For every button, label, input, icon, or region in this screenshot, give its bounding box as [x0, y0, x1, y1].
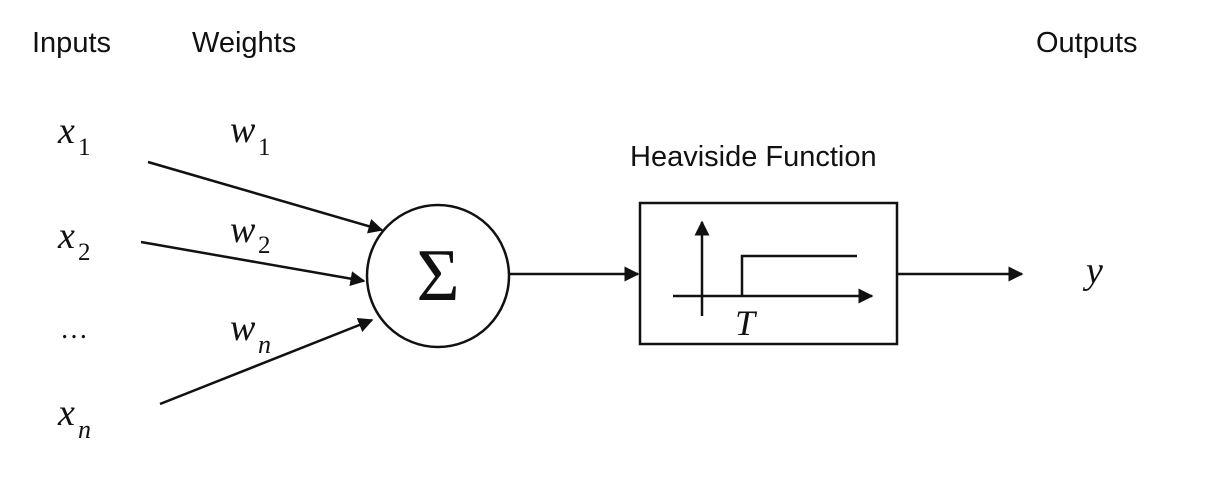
output-y: y	[1082, 250, 1103, 292]
input-x2: x 2	[57, 215, 91, 266]
arrow-x2-to-sum	[140, 240, 366, 287]
heaviside-box	[638, 201, 899, 346]
input-xn-base: x	[57, 392, 75, 434]
input-xn-sub: n	[78, 415, 91, 444]
threshold-label: T	[735, 303, 758, 343]
weight-w2-base: w	[230, 209, 256, 251]
weight-w2-sub: 2	[258, 232, 271, 259]
weight-w1-base: w	[230, 109, 256, 151]
weight-w1: w 1	[230, 109, 271, 161]
sigma-symbol: Σ	[416, 235, 459, 317]
step-function-curve	[740, 254, 857, 296]
input-x1-sub: 1	[78, 134, 91, 161]
input-x1: x 1	[57, 110, 91, 161]
weight-wn-sub: n	[258, 330, 271, 359]
heaviside-title: Heaviside Function	[630, 141, 877, 173]
inputs-header: Inputs	[32, 27, 111, 59]
weight-w2: w 2	[230, 209, 271, 259]
input-ellipsis: …	[60, 314, 88, 345]
weight-w1-sub: 1	[258, 134, 271, 161]
outputs-header: Outputs	[1036, 27, 1138, 59]
weight-wn: w n	[230, 307, 271, 359]
input-xn: x n	[57, 392, 91, 444]
weights-header: Weights	[192, 27, 296, 59]
input-x2-sub: 2	[78, 239, 91, 266]
input-x1-base: x	[57, 110, 75, 152]
arrow-xn-to-sum	[159, 318, 374, 406]
weight-wn-base: w	[230, 307, 256, 349]
arrow-x1-to-sum	[147, 160, 384, 234]
summation-node	[365, 203, 511, 349]
input-x2-base: x	[57, 215, 75, 257]
